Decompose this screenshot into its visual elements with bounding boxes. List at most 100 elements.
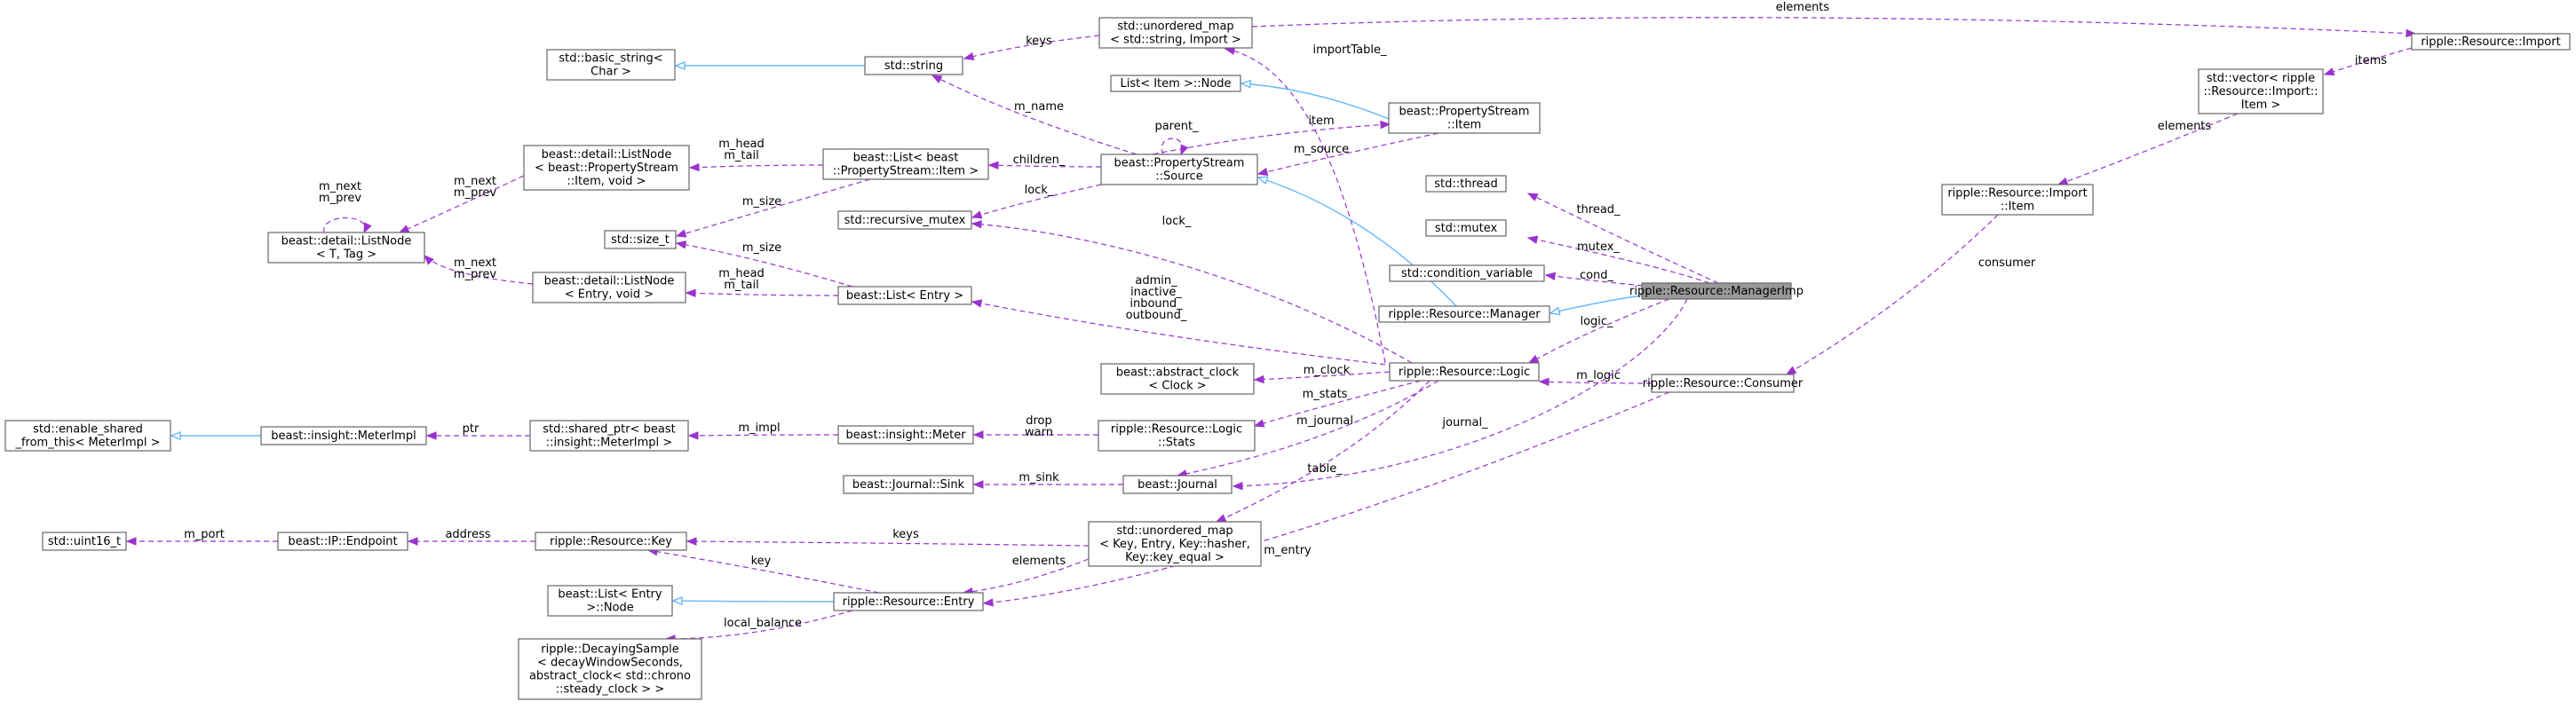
usage-edge: m_sink [972,471,1123,489]
usage-edge: m_entry [982,391,1670,607]
use-arrowhead [1253,419,1265,428]
edge-line [688,434,839,437]
class-node[interactable]: std::mutex [1425,219,1507,237]
class-node-label: ripple::Resource::Consumer [1643,377,1803,390]
class-node[interactable]: beast::List< Entry > [837,286,972,305]
class-node-box [523,145,690,191]
usage-edge: consumer [1785,214,2036,375]
class-node[interactable]: std::enable_shared_from_this< MeterImpl … [4,420,171,452]
edge-label: thread_ [1576,203,1621,217]
class-node-label: < Entry, void > [565,288,654,302]
edge-line [963,35,1100,59]
edge-line [988,164,1102,168]
class-node[interactable]: ripple::Resource::Entry [833,592,984,611]
class-node[interactable]: beast::PropertyStream::Source [1100,154,1258,185]
class-node-label: Item > [2241,98,2281,112]
class-node-label: std::recursive_mutex [844,214,966,227]
class-node[interactable]: beast::List< Entry>::Node [547,585,673,617]
edge-label: elements [1776,1,1830,14]
use-arrowhead [2406,28,2417,38]
class-node[interactable]: beast::Journal::Sink [843,475,974,494]
class-node-label: std::unordered_map [1117,20,1233,34]
edge-label: m_head [718,138,765,151]
inheritance-edge [1549,295,1643,316]
edge-label: journal_ [1441,416,1488,429]
class-node-box [277,532,408,551]
edge-label: m_stats [1303,388,1348,401]
usage-edge: importTable_ [1224,43,1387,364]
inherit-arrowhead [674,60,686,71]
class-node[interactable]: ripple::Resource::ManagerImp [1629,282,1803,300]
edge-label: m_journal [1296,414,1353,428]
class-node[interactable]: ripple::Resource::Logic [1389,362,1540,382]
class-node[interactable]: List< Item >::Node [1110,75,1241,92]
class-node-box [1098,420,1256,452]
inherit-arrowhead [671,596,683,606]
class-node-box [2198,68,2324,114]
class-node-box [837,425,974,445]
class-node-box [260,426,427,445]
class-node-label: ::Stats [1158,437,1195,450]
class-node[interactable]: ripple::Resource::Import::Item [1941,184,2094,216]
inherit-arrowhead [1256,176,1269,185]
class-node[interactable]: ripple::DecayingSample< decayWindowSecon… [518,638,702,700]
class-node[interactable]: beast::IP::Endpoint [277,532,408,551]
edge-label: m_impl [738,421,780,435]
class-node-box [518,638,702,700]
class-node[interactable]: ripple::Resource::Key [535,532,687,551]
edge-label: m_tail [724,149,758,162]
use-arrowhead [685,288,696,298]
class-node[interactable]: beast::insight::Meter [837,425,974,445]
usage-edge: items [2323,47,2413,76]
class-node[interactable]: beast::abstract_clock< Clock > [1100,363,1255,395]
edge-line [676,242,853,288]
class-node-label: ripple::Resource::Logic [1111,423,1242,437]
class-node-label: std::shared_ptr< beast [543,423,675,437]
usage-edge: m_port [125,528,278,546]
edge-label: keys [892,528,919,541]
class-node-box [843,475,974,494]
use-arrowhead [686,537,697,546]
edges-layer: thread_mutex_cond_logic_m_logicjournal_c… [125,1,2417,643]
class-node[interactable]: std::unordered_map< Key, Entry, Key::has… [1088,521,1262,567]
class-node[interactable]: std::shared_ptr< beast::insight::MeterIm… [529,420,689,452]
class-node[interactable]: std::size_t [604,230,677,249]
class-node[interactable]: std::basic_string<Char > [546,49,676,81]
class-node[interactable]: beast::detail::ListNode< Entry, void > [532,272,686,303]
class-node[interactable]: beast::insight::MeterImpl [260,426,427,445]
class-node[interactable]: std::uint16_t [42,532,127,551]
class-node[interactable]: std::condition_variable [1389,264,1545,282]
class-node[interactable]: ripple::Resource::Logic::Stats [1098,420,1256,452]
use-arrowhead [424,255,434,265]
edge-label: m_name [1014,100,1064,114]
class-node[interactable]: ripple::Resource::Manager [1378,305,1550,323]
class-node[interactable]: ripple::Resource::Import [2411,33,2571,51]
edge-label: items [2355,54,2387,67]
class-node-box [1425,219,1507,237]
class-node[interactable]: beast::detail::ListNode< T, Tag > [267,232,425,264]
class-node[interactable]: std::unordered_map< std::string, Import … [1098,17,1253,49]
usage-edge: ptr [425,422,531,440]
class-node-box [529,420,689,452]
class-node-label: ripple::Resource::Key [550,535,672,548]
inherit-arrowhead [170,430,181,441]
class-node[interactable]: std::string [864,56,963,75]
class-node[interactable]: std::recursive_mutex [837,210,972,230]
class-node[interactable]: beast::detail::ListNode< beast::Property… [523,145,690,191]
usage-edge: m_source [1256,132,1439,177]
class-node-box [267,232,425,264]
class-node[interactable]: beast::PropertyStream::Item [1388,102,1541,134]
use-arrowhead [425,431,437,440]
usage-edge: parent_ [1154,120,1199,156]
use-arrowhead [125,537,137,546]
edge-line [1216,380,1431,523]
class-node[interactable]: ripple::Resource::Consumer [1643,374,1803,393]
class-node-label: beast::Journal::Sink [852,478,965,492]
class-node-label: _from_this< MeterImpl > [14,437,160,450]
class-node[interactable]: beast::Journal [1122,475,1233,494]
class-node[interactable]: beast::List< beast::PropertyStream::Item… [822,148,989,180]
class-node[interactable]: std::thread [1425,175,1507,193]
class-node-label: < Clock > [1148,380,1206,393]
class-node[interactable]: std::vector< ripple::Resource::Import::I… [2198,68,2324,114]
